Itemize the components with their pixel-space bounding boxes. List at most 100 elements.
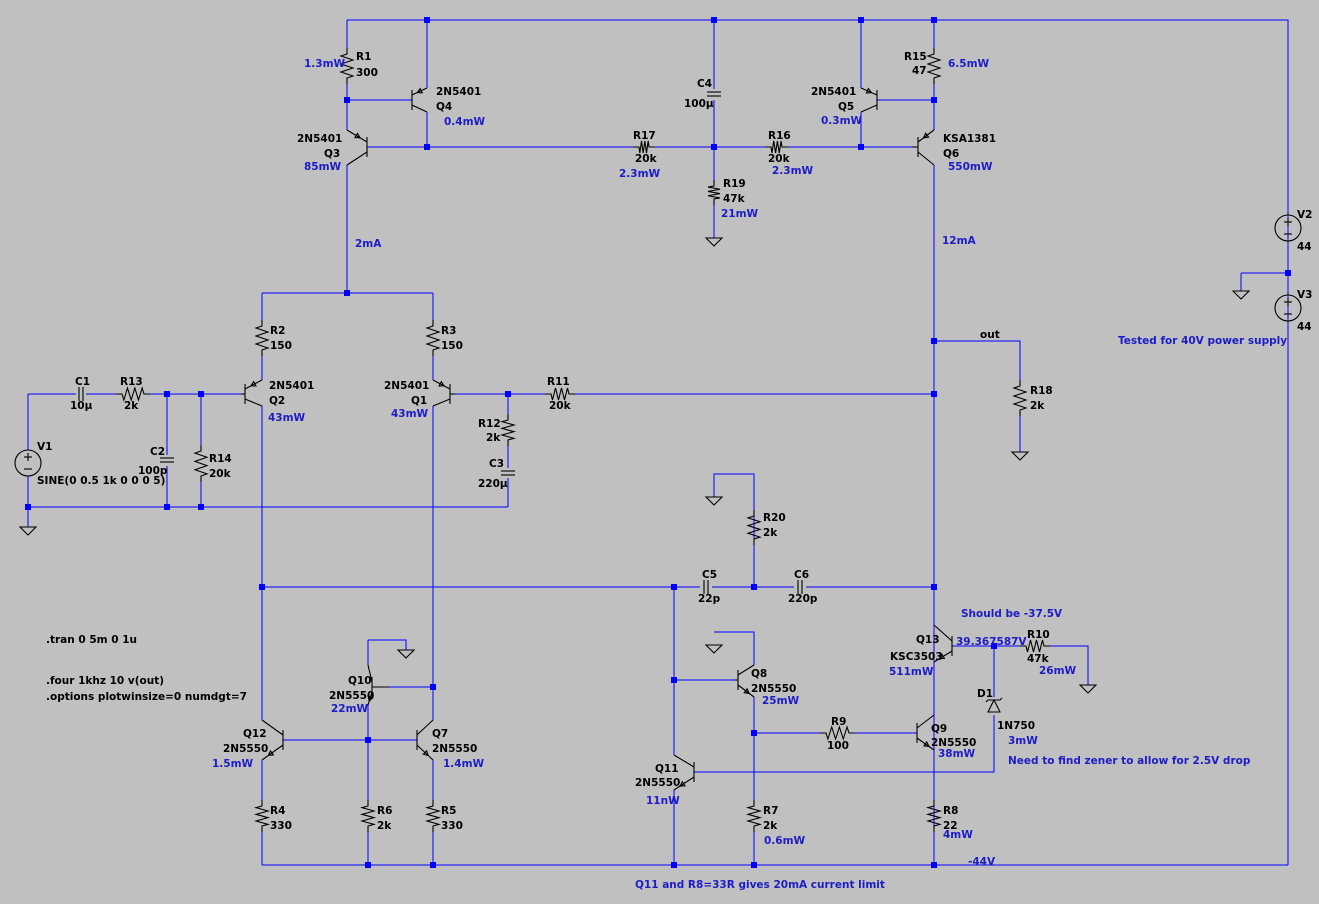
q2-name: Q2: [269, 395, 285, 407]
transistor-q3: [346, 129, 368, 166]
r7-power: 0.6mW: [764, 835, 806, 847]
r17-name: R17: [633, 130, 656, 142]
q5-model: 2N5401: [811, 86, 856, 98]
q8-model: 2N5550: [751, 683, 796, 695]
r15-power: 6.5mW: [948, 58, 990, 70]
ground-supply: [1231, 290, 1251, 300]
q4-model: 2N5401: [436, 86, 481, 98]
c4-value: 100µ: [684, 98, 714, 110]
source-v2: [1274, 214, 1302, 242]
transistor-q2: [241, 379, 263, 407]
junction-dot: [931, 338, 937, 344]
resistor-r8: [925, 800, 943, 832]
r10-name: R10: [1027, 629, 1050, 641]
q6-model: KSA1381: [943, 133, 996, 145]
components: [14, 48, 1302, 832]
current-12ma: 12mA: [942, 235, 977, 247]
r3-value: 150: [441, 340, 463, 352]
c6-value: 220p: [788, 593, 818, 605]
v1-name: V1: [37, 441, 52, 453]
transistor-q7: [416, 719, 434, 761]
junction-dot: [365, 862, 371, 868]
source-v3: [1274, 294, 1302, 322]
r8-value: 22: [943, 820, 958, 832]
resistor-r5: [424, 800, 442, 832]
c1-value: 10µ: [70, 400, 93, 412]
v1-value: SINE(0 0.5 1k 0 0 0 5): [37, 475, 165, 487]
junction-dot: [671, 862, 677, 868]
r5-name: R5: [441, 805, 456, 817]
q7-name: Q7: [432, 728, 448, 740]
c2-name: C2: [150, 446, 165, 458]
r2-name: R2: [270, 325, 285, 337]
r15-name: R15: [904, 51, 927, 63]
c5-name: C5: [702, 569, 717, 581]
r5-value: 330: [441, 820, 463, 832]
q10-power: 22mW: [331, 703, 369, 715]
wire: [714, 631, 755, 665]
out-label: out: [980, 329, 1000, 341]
resistor-r13: [116, 386, 150, 402]
c3-name: C3: [489, 458, 504, 470]
junction-dot: [344, 290, 350, 296]
junction-dot: [259, 584, 265, 590]
q3-power: 85mW: [304, 161, 342, 173]
r11-value: 20k: [549, 400, 572, 412]
q6-name: Q6: [943, 148, 959, 160]
r1-power: 1.3mW: [304, 58, 346, 70]
capacitor-c5: [703, 580, 709, 594]
q13-model: KSC3503: [890, 651, 943, 663]
r10-value: 47k: [1027, 653, 1050, 665]
r13-name: R13: [120, 376, 143, 388]
q5-power: 0.3mW: [821, 115, 863, 127]
pos-rail: [347, 19, 1289, 865]
r4-name: R4: [270, 805, 285, 817]
q7-power: 1.4mW: [443, 758, 485, 770]
resistor-r10: [1020, 639, 1050, 653]
resistor-r1: [339, 48, 355, 84]
capacitor-c2: [160, 457, 174, 463]
q12-name: Q12: [243, 728, 267, 740]
junction-dot: [25, 504, 31, 510]
q1-name: Q1: [411, 395, 427, 407]
transistor-q6: [912, 129, 935, 166]
r6-name: R6: [377, 805, 392, 817]
transistor-q1: [432, 379, 455, 407]
current-limit-note: Q11 and R8=33R gives 20mA current limit: [635, 879, 885, 891]
capacitor-c6: [797, 580, 803, 594]
v3-name: V3: [1297, 289, 1312, 301]
q2-power: 43mW: [268, 412, 306, 424]
r14-name: R14: [209, 453, 232, 465]
junction-dot: [344, 97, 350, 103]
r16-power: 2.3mW: [772, 165, 814, 177]
r4-value: 330: [270, 820, 292, 832]
junction-dots: [25, 17, 1291, 868]
junction-dot: [711, 17, 717, 23]
r17-power: 2.3mW: [619, 168, 661, 180]
r1-name: R1: [356, 51, 371, 63]
junction-dot: [505, 391, 511, 397]
q3-model: 2N5401: [297, 133, 342, 145]
r8-power: 4mW: [943, 829, 973, 841]
junction-dot: [751, 862, 757, 868]
q7-model: 2N5550: [432, 743, 477, 755]
ground-v1: [18, 526, 38, 536]
junction-dot: [198, 504, 204, 510]
directive-tran: .tran 0 5m 0 1u: [46, 634, 137, 646]
capacitor-c3: [501, 470, 515, 476]
q4-name: Q4: [436, 101, 452, 113]
ground-r10: [1078, 684, 1098, 694]
c3-value: 220µ: [478, 478, 508, 490]
v2-value: 44: [1297, 241, 1312, 253]
c4-name: C4: [697, 78, 712, 90]
ground-r18: [1010, 451, 1030, 461]
q10-model: 2N5550: [329, 690, 374, 702]
junction-dot: [931, 862, 937, 868]
junction-dot: [751, 730, 757, 736]
r20-value: 2k: [763, 527, 778, 539]
r2-value: 150: [270, 340, 292, 352]
q13-power: 511mW: [889, 666, 934, 678]
r12-name: R12: [478, 418, 501, 430]
q9-model: 2N5550: [931, 737, 976, 749]
